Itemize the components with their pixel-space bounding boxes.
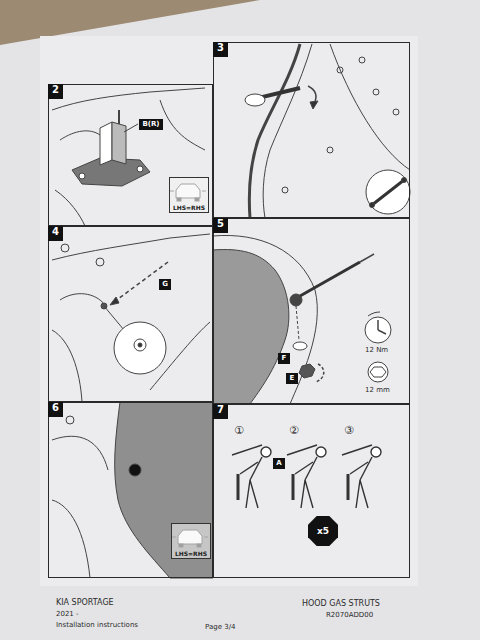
- step-number: 7: [213, 404, 228, 419]
- step-order: ②: [289, 424, 299, 437]
- step-panel: 6LHS=RHS: [48, 402, 213, 578]
- step-order: ①: [234, 424, 244, 437]
- part-callout: A: [273, 458, 285, 469]
- callout-letter: E: [286, 373, 298, 384]
- step-panel: 4G: [48, 226, 213, 402]
- part-callout: F: [278, 353, 290, 364]
- step-number: 2: [48, 84, 63, 99]
- step-number: 5: [213, 218, 228, 233]
- part-callout: E: [286, 373, 298, 384]
- torque-value: 12 Nm: [365, 346, 388, 354]
- note-text: LHS=RHS: [172, 550, 210, 557]
- callout-letter: G: [159, 279, 171, 290]
- side-note-box: LHS=RHS: [169, 177, 209, 213]
- side-note-box: LHS=RHS: [171, 523, 211, 559]
- ball-stud-art: [52, 234, 210, 402]
- step-number: 6: [48, 402, 63, 417]
- step-number: 4: [48, 226, 63, 241]
- vehicle-model: KIA SPORTAGE: [56, 598, 114, 607]
- callout-letter: B(R): [139, 119, 163, 130]
- step-number: 3: [213, 42, 228, 57]
- step-panel: 2B(R) LHS=RHS: [48, 84, 213, 226]
- part-callout: G: [159, 279, 171, 290]
- octagon-outline: [308, 516, 338, 546]
- hood-removal-art: [245, 44, 410, 218]
- part-callout: B(R): [139, 119, 163, 130]
- socket-size: 12 mm: [365, 386, 390, 394]
- step-order: ③: [344, 424, 354, 437]
- part-number: R2070ADD00: [326, 611, 373, 619]
- note-text: LHS=RHS: [170, 204, 208, 211]
- step-panel: 5FE: [213, 218, 410, 404]
- callout-letter: F: [278, 353, 290, 364]
- page-number: Page 3/4: [205, 623, 235, 631]
- repeat-badge: x5: [308, 516, 338, 546]
- document-type: Installation instructions: [56, 621, 138, 629]
- diagram-area: [40, 36, 418, 586]
- step-panel: 3: [213, 42, 410, 218]
- finished-mount-art: [52, 402, 213, 578]
- repeat-count: x5: [308, 516, 338, 546]
- hood-test-figures: [232, 445, 381, 508]
- callout-letter: A: [273, 458, 285, 469]
- model-year: 2021 -: [56, 610, 79, 618]
- strut-fit-art: [213, 235, 391, 404]
- product-name: HOOD GAS STRUTS: [302, 599, 380, 608]
